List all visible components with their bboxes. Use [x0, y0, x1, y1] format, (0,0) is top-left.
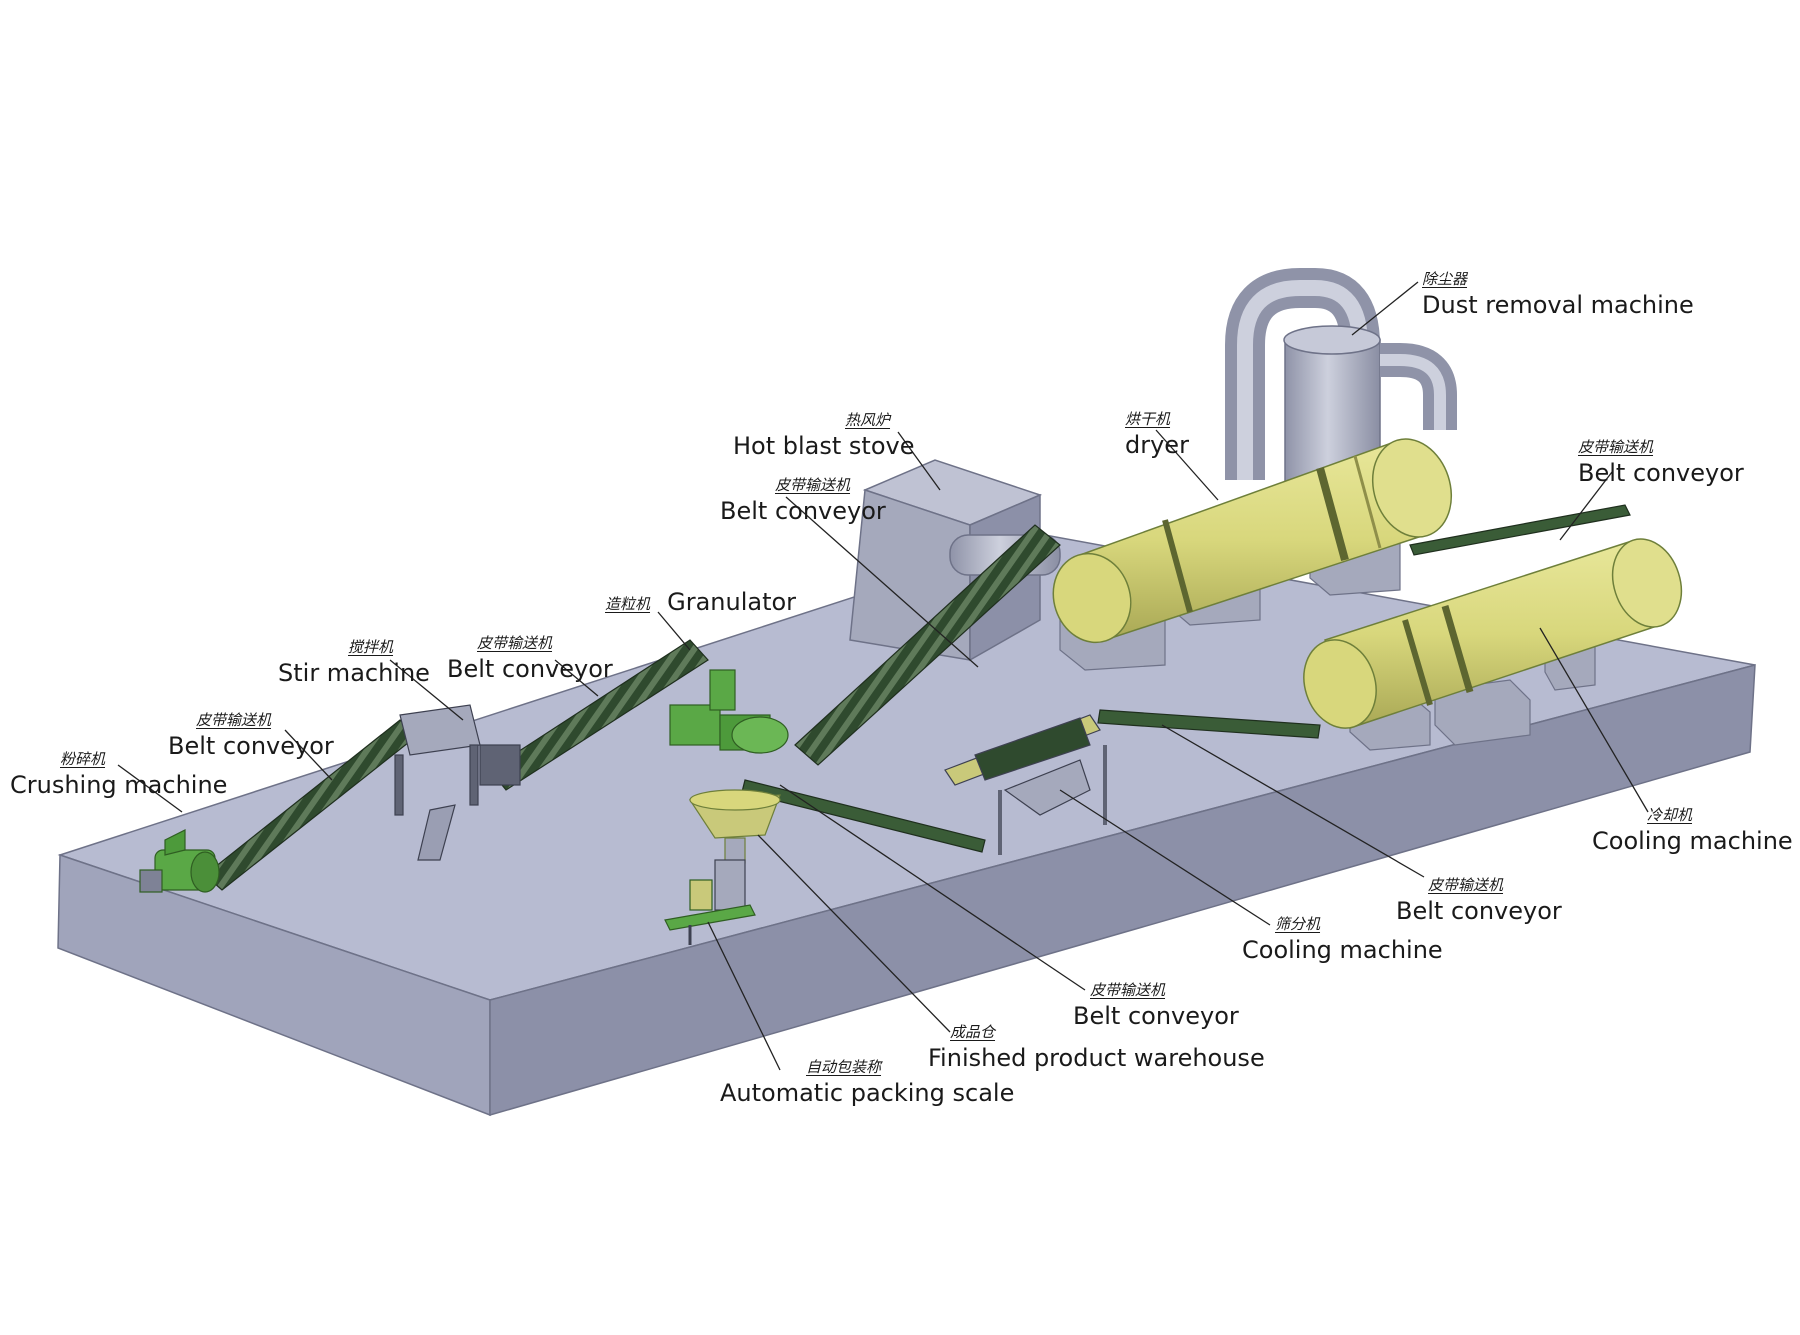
label-granulator: 造粒机 Granulator — [605, 590, 796, 614]
conveyor-4 — [1409, 504, 1631, 556]
label-cn: 成品仓 — [950, 1023, 996, 1041]
conveyors — [204, 504, 1631, 891]
label-hot-blast-stove: 热风炉 Hot blast stove — [733, 411, 915, 460]
warehouse-drawing — [688, 789, 781, 864]
leader-warehouse — [757, 834, 951, 1033]
label-dust-removal-machine: 除尘器 Dust removal machine — [1422, 270, 1694, 319]
label-en: Belt conveyor — [1396, 897, 1562, 925]
label-belt-conveyor-4: 皮带输送机 Belt conveyor — [1578, 438, 1744, 487]
leader-stir — [389, 659, 464, 721]
label-belt-conveyor-2: 皮带输送机 Belt conveyor — [447, 634, 613, 683]
leader-dust — [1351, 281, 1419, 336]
platform-side — [489, 664, 1756, 1116]
leader-cooling — [1539, 627, 1649, 813]
label-en: Automatic packing scale — [720, 1079, 1015, 1107]
label-stir-machine: 搅拌机 Stir machine — [278, 638, 430, 687]
label-cn: 搅拌机 — [348, 638, 394, 656]
label-en: Cooling machine — [1242, 936, 1443, 964]
granulator-drawing — [669, 669, 789, 754]
label-en: Hot blast stove — [733, 432, 915, 460]
label-finished-product-warehouse: 成品仓 Finished product warehouse — [928, 1023, 1265, 1072]
label-cn: 造粒机 — [605, 595, 651, 613]
leader-dryer — [1155, 429, 1219, 501]
leader-belt4 — [1559, 471, 1613, 541]
conveyor-6 — [741, 779, 986, 853]
label-cn: 粉碎机 — [60, 750, 106, 768]
leader-granulator — [657, 611, 691, 651]
label-cn: 自动包装称 — [806, 1058, 882, 1076]
dust-removal-drawing — [1225, 268, 1457, 531]
label-cn: 皮带输送机 — [1090, 981, 1166, 999]
label-cn: 除尘器 — [1422, 270, 1468, 288]
label-cooling-machine: 冷却机 Cooling machine — [1592, 806, 1793, 855]
label-en: Crushing machine — [10, 771, 228, 799]
label-crushing-machine: 粉碎机 Crushing machine — [10, 750, 228, 799]
label-en: Belt conveyor — [1073, 1002, 1239, 1030]
label-en: dryer — [1125, 431, 1189, 459]
leader-lines — [117, 281, 1649, 1071]
dryer-drum-drawing — [1052, 438, 1453, 644]
leader-belt2 — [554, 659, 599, 697]
label-cn: 皮带输送机 — [477, 634, 553, 652]
label-en: Belt conveyor — [720, 497, 886, 525]
leader-hotblast — [897, 431, 941, 491]
label-belt-conveyor-3: 皮带输送机 Belt conveyor — [720, 476, 886, 525]
label-en: Granulator — [667, 588, 797, 616]
label-en: Belt conveyor — [1578, 459, 1744, 487]
label-en: Cooling machine — [1592, 827, 1793, 855]
label-cn: 筛分机 — [1275, 915, 1321, 933]
leader-crushing — [117, 764, 183, 813]
label-belt-conveyor-1: 皮带输送机 Belt conveyor — [168, 711, 334, 760]
crushing-machine-drawing — [139, 829, 220, 893]
label-belt-conveyor-5: 皮带输送机 Belt conveyor — [1396, 876, 1562, 925]
label-en: Finished product warehouse — [928, 1044, 1265, 1072]
conveyor-3 — [794, 524, 1061, 766]
leader-screening — [1059, 789, 1271, 926]
screening-machine-drawing — [944, 714, 1107, 855]
label-cn: 皮带输送机 — [775, 476, 851, 494]
label-automatic-packing-scale: 自动包装称 Automatic packing scale — [720, 1058, 1015, 1107]
label-cn: 皮带输送机 — [1428, 876, 1504, 894]
cooling-drum-drawing — [1303, 538, 1683, 729]
leader-belt5 — [1161, 724, 1425, 878]
label-screening-machine: 筛分机 Cooling machine — [1242, 915, 1443, 964]
label-cn: 烘干机 — [1125, 410, 1171, 428]
label-cn: 皮带输送机 — [1578, 438, 1654, 456]
packing-scale-drawing — [664, 859, 756, 945]
label-cn: 冷却机 — [1647, 806, 1693, 824]
stir-machine-drawing — [394, 704, 521, 861]
label-en: Dust removal machine — [1422, 291, 1694, 319]
label-cn: 热风炉 — [845, 411, 891, 429]
label-en: Belt conveyor — [447, 655, 613, 683]
label-dryer: 烘干机 dryer — [1125, 410, 1189, 459]
leader-belt3 — [785, 496, 979, 668]
label-en: Stir machine — [278, 659, 430, 687]
leader-belt6 — [779, 784, 1086, 991]
label-en: Belt conveyor — [168, 732, 334, 760]
conveyor-5 — [1097, 709, 1321, 739]
label-belt-conveyor-6: 皮带输送机 Belt conveyor — [1073, 981, 1239, 1030]
leader-belt1 — [284, 729, 333, 781]
label-cn: 皮带输送机 — [196, 711, 272, 729]
leader-packing — [707, 921, 781, 1071]
